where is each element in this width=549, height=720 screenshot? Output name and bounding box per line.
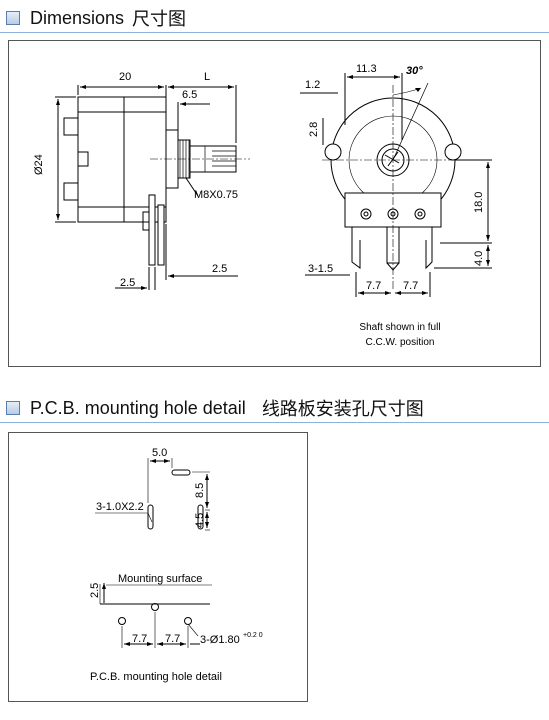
pcb-rule: [0, 422, 549, 423]
pcb-header: P.C.B. mounting hole detail 线路板安装孔尺寸图: [6, 395, 424, 421]
dim-L-label: L: [204, 71, 211, 83]
dim-2-5-left-label: 2.5: [120, 277, 136, 289]
dim-11-3-label: 11.3: [356, 63, 377, 75]
dim-20-label: 20: [119, 71, 132, 83]
dim-dia24-label: Ø24: [33, 154, 45, 175]
pcb-frame: [8, 432, 308, 702]
thread-label: M8X0.75: [194, 189, 239, 201]
pcb-hole-tolerance: +0.2 0: [243, 632, 263, 639]
shaft-caption: Shaft shown in full C.C.W. position: [330, 320, 470, 350]
dimensions-frame: [8, 40, 541, 367]
pcb-title-cn: 线路板安装孔尺寸图: [261, 399, 424, 419]
pcb-dim-8-5-label: 8.5: [194, 482, 206, 498]
section-square-icon: [6, 11, 20, 25]
section-square-icon: [6, 401, 20, 415]
dim-6-5-label: 6.5: [182, 89, 198, 101]
dim-18-0-label: 18.0: [473, 191, 485, 213]
pcb-caption: P.C.B. mounting hole detail: [90, 671, 222, 683]
pcb-dim-4-5-label: 4.5: [194, 512, 206, 528]
dim-7-7-b-label: 7.7: [403, 280, 419, 292]
pcb-dim-7-7-b-label: 7.7: [165, 633, 181, 645]
pcb-dim-7-7-a-label: 7.7: [132, 633, 148, 645]
shaft-caption-line2: C.C.W. position: [365, 337, 435, 348]
dimensions-header: Dimensions 尺寸图: [6, 5, 186, 31]
angle-30-label: 30°: [406, 65, 423, 77]
pcb-title: P.C.B. mounting hole detail: [30, 397, 246, 418]
dim-4-0-label: 4.0: [473, 250, 485, 266]
dim-1-2-label: 1.2: [305, 79, 321, 91]
dimensions-title: Dimensions: [30, 7, 125, 28]
dim-2-8-label: 2.8: [308, 121, 320, 137]
dim-3-1-5-label: 3-1.5: [308, 263, 334, 275]
pcb-slot-label: 3-1.0X2.2: [96, 501, 144, 513]
pcb-hole-label: 3-Ø1.80: [200, 634, 240, 646]
pcb-dim-5-0-label: 5.0: [152, 447, 168, 459]
dimensions-rule: [0, 32, 549, 33]
dim-2-5-right-label: 2.5: [212, 263, 228, 275]
dimensions-title-cn: 尺寸图: [132, 9, 187, 29]
mounting-surface-label: Mounting surface: [118, 573, 203, 585]
dim-7-7-a-label: 7.7: [366, 280, 382, 292]
pcb-dim-2-5-label: 2.5: [89, 582, 101, 598]
shaft-caption-line1: Shaft shown in full: [359, 322, 441, 333]
